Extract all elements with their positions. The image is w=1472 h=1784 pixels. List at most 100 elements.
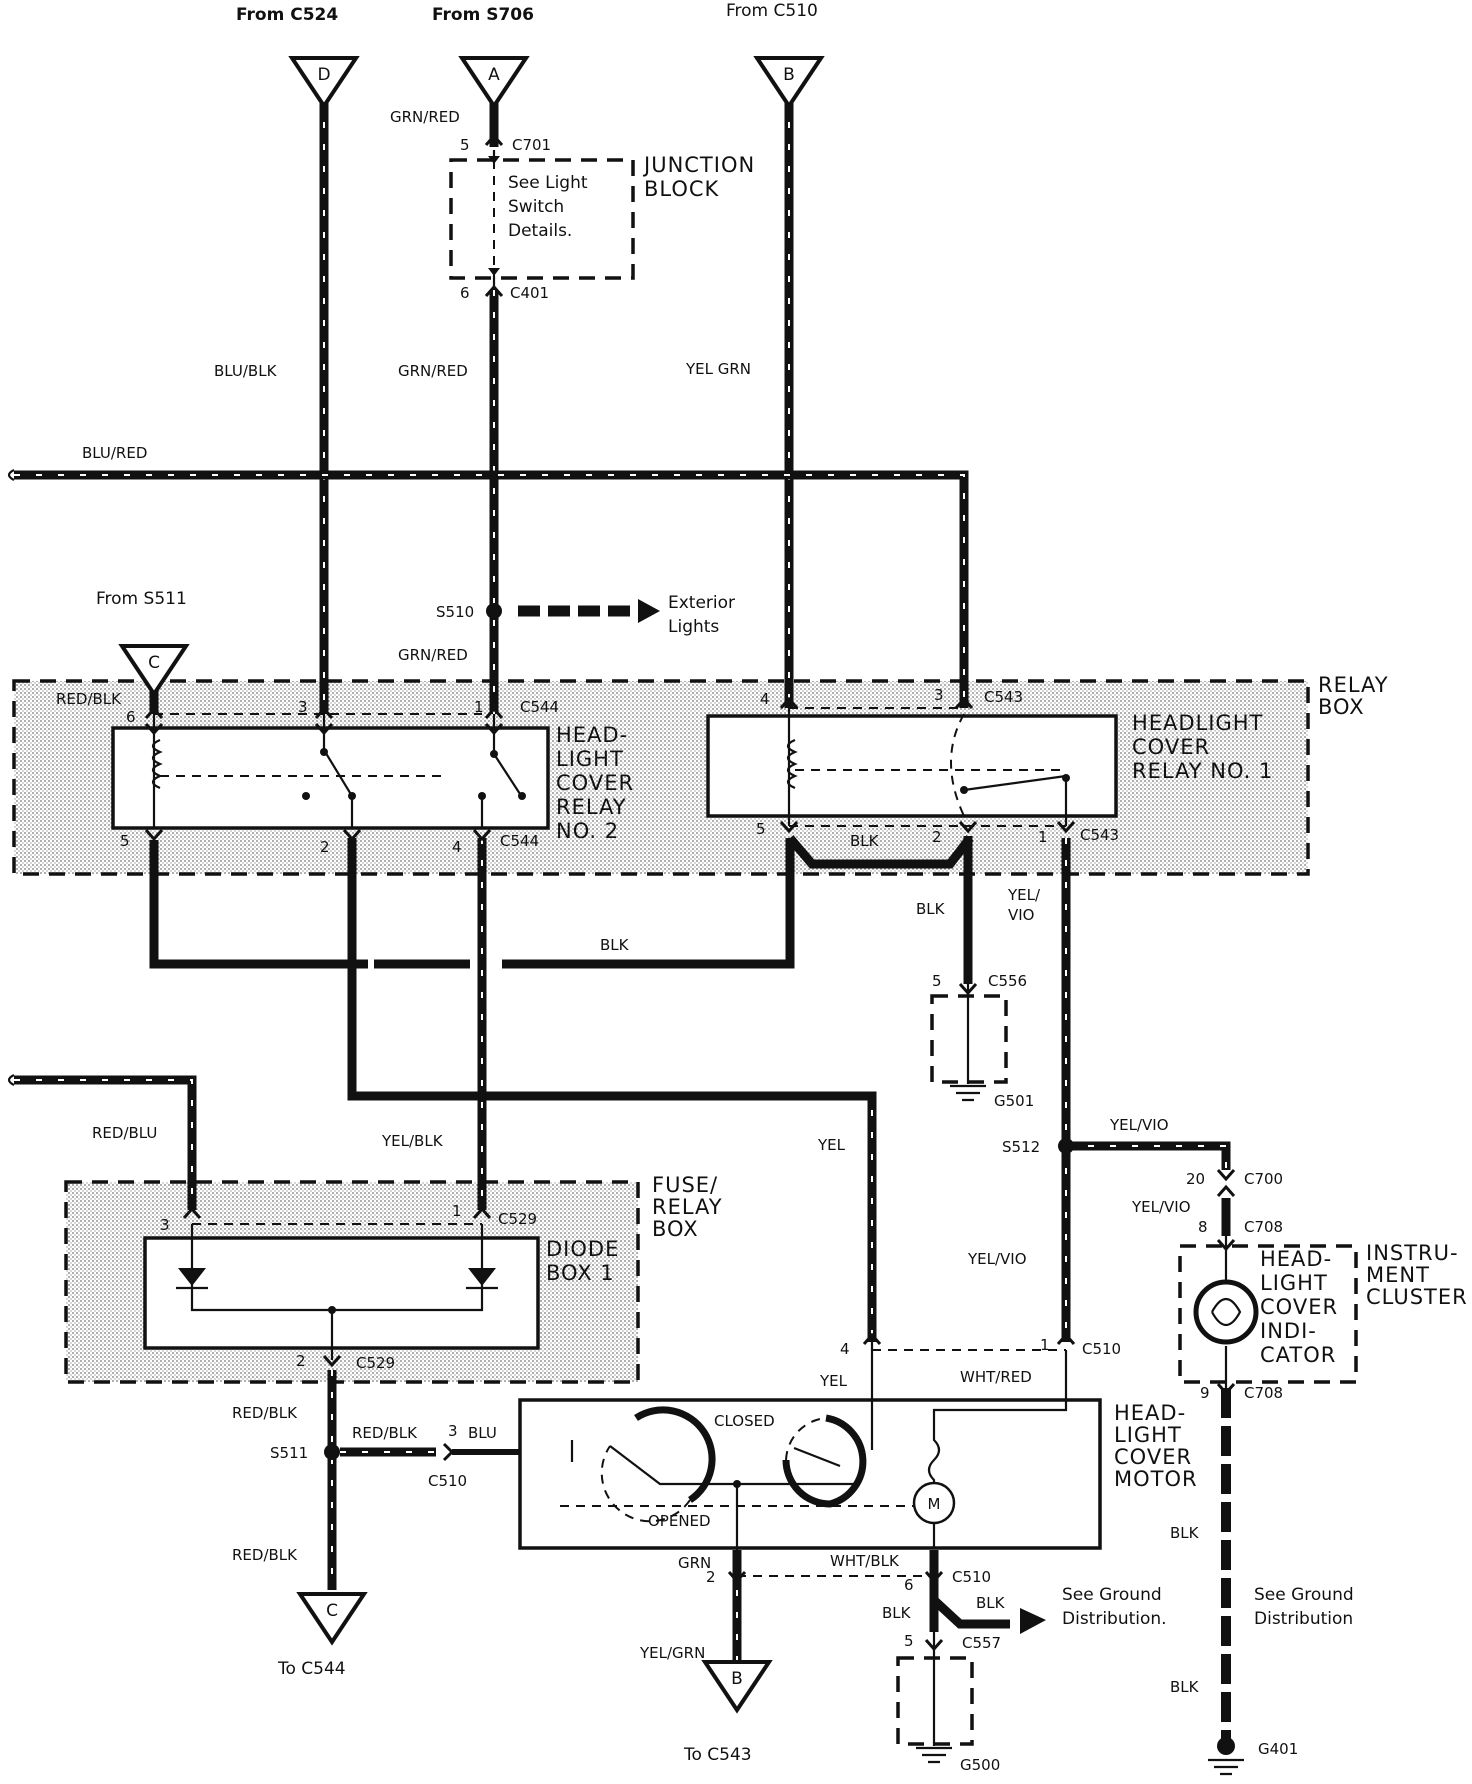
label-blu-red: BLU/RED [82,444,147,462]
terminal-d: D [288,56,360,110]
svg-text:Details.: Details. [508,221,572,241]
label-opened: OPENED [648,1512,711,1530]
label-c701: C701 [512,136,551,154]
label-ground-distribution-1: See Ground Distribution. [1062,1585,1167,1629]
wire-red-blk-s511 [327,1370,436,1590]
label-from-c510: From C510 [726,1,818,21]
label-grn-red-low: GRN/RED [398,646,468,664]
svg-text:Switch: Switch [508,197,564,217]
label-grn-red-top: GRN/RED [390,108,460,126]
label-to-c543: To C543 [683,1745,752,1765]
terminal-c-bottom: C [296,1592,368,1646]
label-c708a: C708 [1244,1218,1283,1236]
label-g401: G401 [1258,1740,1298,1758]
pin-2-diode: 2 [296,1352,306,1370]
pin-6-c510: 6 [904,1576,914,1594]
terminal-c-label: C [148,653,160,673]
wire-blk-bus [149,835,974,969]
label-blk-c557a: BLK [882,1604,912,1622]
svg-text:NO. 2: NO. 2 [556,819,619,843]
label-red-blu: RED/BLU [92,1124,157,1142]
label-junction-block: JUNCTION BLOCK [642,153,754,201]
pin-2-relay1: 2 [932,828,942,846]
label-grn: GRN [678,1554,711,1572]
svg-text:RELAY NO. 1: RELAY NO. 1 [1132,759,1273,783]
label-blk-g501: BLK [916,900,946,918]
label-c708b: C708 [1244,1384,1283,1402]
label-yel-blk: YEL/BLK [381,1132,444,1150]
label-g500: G500 [960,1756,1000,1774]
label-g501: G501 [994,1092,1034,1110]
terminal-d-label: D [317,65,330,85]
svg-text:LIGHT: LIGHT [1260,1271,1328,1295]
wire-yel-vio [1061,838,1231,1342]
wire-yel [347,838,877,1342]
svg-text:BOX 1: BOX 1 [546,1261,615,1285]
label-fuse-relay-box: FUSE/ RELAY BOX [652,1173,723,1241]
svg-text:LIGHT: LIGHT [1114,1423,1182,1447]
pin-4-c510: 4 [840,1340,850,1358]
label-s512: S512 [1002,1138,1040,1156]
svg-text:BOX: BOX [652,1217,699,1241]
label-s510: S510 [436,603,474,621]
pin-5-relay2: 5 [120,832,130,850]
label-ground-distribution-2: See Ground Distribution [1254,1585,1354,1629]
label-yel-grn-bottom: YEL/GRN [639,1644,705,1662]
terminal-c: C [118,644,190,698]
pin-3-c510: 3 [448,1422,458,1440]
wire-wht-blk [929,1550,1046,1634]
svg-text:Distribution.: Distribution. [1062,1609,1167,1629]
pin-20-c700: 20 [1186,1170,1205,1188]
label-wht-red: WHT/RED [960,1368,1032,1386]
label-red-blk-s511c: RED/BLK [232,1546,298,1564]
label-yel-vio-4: YEL/VIO [967,1250,1027,1268]
label-blk-relay: BLK [850,832,880,850]
label-yel-vio-2: YEL/VIO [1109,1116,1169,1134]
svg-text:BOX: BOX [1318,695,1365,719]
svg-text:INDI-: INDI- [1260,1319,1317,1343]
headlight-cover-relay-2 [111,713,550,830]
pin-5-c557: 5 [904,1632,914,1650]
label-c401: C401 [510,284,549,302]
terminal-b: B [753,56,825,110]
label-c510c: C510 [952,1568,991,1586]
terminal-b-bottom-label: B [731,1669,743,1689]
label-red-blk-s511a: RED/BLK [232,1404,298,1422]
headlight-cover-motor: M [518,1342,1102,1577]
svg-text:HEAD-: HEAD- [1260,1247,1332,1271]
svg-text:DIODE: DIODE [546,1237,619,1261]
splice-s511 [324,1444,340,1460]
label-from-s706: From S706 [432,5,534,25]
label-relay-1: HEADLIGHT COVER RELAY NO. 1 [1132,711,1273,783]
terminal-a: A [458,56,530,110]
pin-3-diode: 3 [160,1216,170,1234]
pin-1-c510: 1 [1040,1336,1050,1354]
label-diode-box: DIODE BOX 1 [546,1237,619,1285]
pin-6-c401: 6 [460,284,470,302]
connector-marks [144,133,1236,1652]
svg-text:CLUSTER: CLUSTER [1366,1285,1468,1309]
pin-6-relay2: 6 [126,708,136,726]
svg-text:RELAY: RELAY [652,1195,723,1219]
label-junction-note: See Light Switch Details. [508,173,588,241]
motor-symbol: M [928,1495,941,1513]
svg-text:MENT: MENT [1366,1263,1430,1287]
label-blk-g401b: BLK [1170,1678,1200,1696]
label-yel-vio-1: YEL/ [1007,886,1041,904]
terminal-a-label: A [488,65,500,85]
pin-1-relay2: 1 [474,698,484,716]
junction-block [449,150,635,290]
wire-red-blu [7,1074,197,1210]
label-motor: HEAD- LIGHT COVER MOTOR [1114,1401,1197,1491]
label-yel-grn-top: YEL GRN [685,360,751,378]
svg-text:See Ground: See Ground [1254,1585,1354,1605]
label-instrument-cluster: INSTRU- MENT CLUSTER [1366,1241,1468,1309]
svg-text:FUSE/: FUSE/ [652,1173,718,1197]
label-blu-c510: BLU [468,1424,497,1442]
label-c543b: C543 [1080,826,1119,844]
label-c543a: C543 [984,688,1023,706]
svg-text:HEADLIGHT: HEADLIGHT [1132,711,1263,735]
terminal-c-bottom-label: C [326,1601,338,1621]
label-c510a: C510 [1082,1340,1121,1358]
svg-text:COVER: COVER [1114,1445,1192,1469]
